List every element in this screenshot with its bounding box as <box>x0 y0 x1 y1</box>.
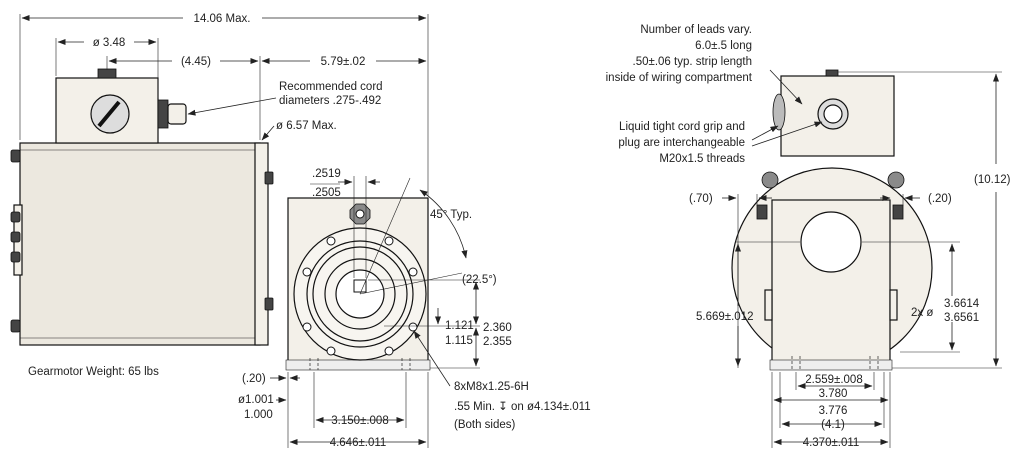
left-dimension-lines <box>19 14 480 448</box>
width-total-label: 4.370±.011 <box>803 437 860 449</box>
motor-body <box>10 142 274 346</box>
foot-width-1: 3.780 <box>819 388 848 400</box>
box-offset-label: (4.45) <box>181 56 211 68</box>
shaft-height-1: 2.360 <box>483 322 512 334</box>
right-dimension-lines <box>722 69 1002 448</box>
bore-diameter-2: 1.000 <box>244 409 273 421</box>
thread-note-line1: 8xM8x1.25-6H <box>454 381 529 393</box>
overall-height-label: (10.12) <box>974 174 1011 186</box>
overall-length-label: 14.06 Max. <box>194 13 251 25</box>
gearbox-front <box>285 177 468 371</box>
base-height-label: 5.669±.012 <box>696 311 753 323</box>
bore-diameter-1: ø1.001 <box>238 394 274 406</box>
grip-note-line3: M20x1.5 threads <box>659 153 745 165</box>
junction-box <box>55 68 187 144</box>
leads-note-line3: .50±.06 typ. strip length <box>633 56 752 68</box>
shaft-height-2: 2.355 <box>483 336 512 348</box>
cord-note-line1: Recommended cord <box>279 81 383 93</box>
thread-note-circle: on ø4.134±.011 <box>511 401 591 413</box>
gearbox-length-label: 5.79±.02 <box>321 56 366 68</box>
bore-diameter-1: 3.6614 <box>944 298 980 310</box>
weight-label: Gearmotor Weight: 65 lbs <box>28 366 159 378</box>
thread-note-depth: .55 Min. <box>454 401 495 413</box>
keyway-width-2: .2505 <box>312 187 341 199</box>
bore-prefix-label: 2x ø <box>911 307 933 319</box>
thread-note-line3: (Both sides) <box>454 419 516 431</box>
foot-width-2: 3.776 <box>819 405 848 417</box>
key-height-2: 1.115 <box>445 335 473 347</box>
bore-diameter-2: 3.6561 <box>944 312 979 324</box>
motor-diameter-label: ø 6.57 Max. <box>276 120 337 132</box>
width-total-label: 4.646±.011 <box>330 437 387 449</box>
grip-note-line2: plug are interchangeable <box>618 137 745 149</box>
right-view: Number of leads vary. 6.0±.5 long .50±.0… <box>606 24 1011 449</box>
bolt-spacing-label: 3.150±.008 <box>331 415 388 427</box>
grip-note-line1: Liquid tight cord grip and <box>619 121 745 133</box>
hole-spacing-label: 2.559±.008 <box>805 374 862 386</box>
gearbox-side <box>756 199 904 371</box>
foot-ref-label: (4.1) <box>821 419 845 431</box>
left-view: 14.06 Max. ø 3.48 (4.45) 5.79±.02 Recomm… <box>10 13 591 449</box>
left-offset-label: (.70) <box>689 193 713 205</box>
angle-typ-label: 45° Typ. <box>430 209 472 221</box>
junction-box-side <box>772 69 895 157</box>
leads-note-line4: inside of wiring compartment <box>606 72 753 84</box>
thread-note-line2: .55 Min. ↧ on ø4.134±.011 <box>454 401 591 413</box>
angle-half-label: (22.5°) <box>462 274 497 286</box>
thread-note-depth-symbol: ↧ <box>498 401 508 413</box>
right-offset-label: (.20) <box>928 193 952 205</box>
flange-offset-label: (.20) <box>242 373 266 385</box>
cord-note-line2: diameters .275-.492 <box>279 95 381 107</box>
key-height-1: 1.121 <box>445 320 474 332</box>
leads-note-line1: Number of leads vary. <box>640 24 752 36</box>
leads-note-line2: 6.0±.5 long <box>695 40 752 52</box>
box-diameter-label: ø 3.48 <box>93 37 126 49</box>
keyway-width-1: .2519 <box>312 168 341 180</box>
